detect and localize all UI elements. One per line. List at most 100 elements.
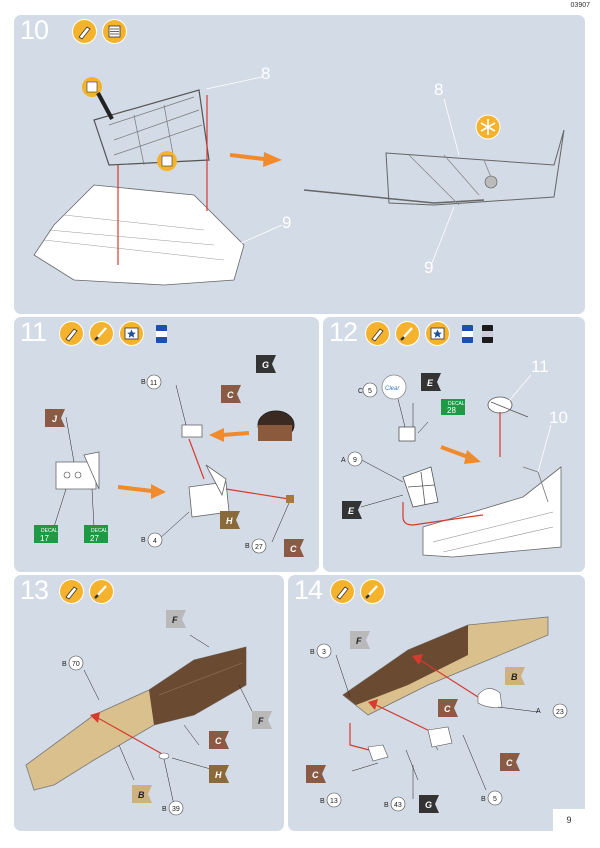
- part-a23: 23: [556, 709, 564, 716]
- svg-text:DECAL: DECAL: [448, 401, 465, 407]
- color-tag-c3: C: [500, 753, 520, 771]
- svg-text:C: C: [227, 390, 234, 400]
- step-13-illustration: B 70 B 39 F F C H B: [25, 610, 272, 816]
- step-12-panel: 12 Clear: [323, 317, 585, 572]
- decal-icon: [425, 321, 450, 346]
- glue-icon: [330, 579, 355, 604]
- page-number: 9: [553, 809, 585, 831]
- svg-text:C: C: [444, 704, 451, 714]
- brush-icon: [89, 579, 114, 604]
- svg-text:B: B: [62, 661, 67, 668]
- svg-text:J: J: [52, 414, 58, 424]
- svg-text:B: B: [511, 672, 518, 682]
- part-b11: 11: [150, 380, 157, 387]
- color-tag-c: C: [221, 385, 241, 403]
- color-tag-c2: C: [284, 539, 304, 557]
- svg-text:28: 28: [447, 406, 456, 415]
- part-c5: 5: [368, 388, 372, 395]
- svg-text:B: B: [245, 543, 250, 550]
- part-b43: 43: [394, 802, 402, 809]
- step-number: 12: [329, 317, 358, 347]
- svg-text:B: B: [320, 798, 325, 805]
- svg-text:H: H: [215, 770, 222, 780]
- glue-icon: [365, 321, 390, 346]
- color-tag-f: F: [166, 610, 186, 628]
- svg-text:B: B: [384, 802, 389, 809]
- color-tag-c: C: [438, 699, 458, 717]
- callout-10: 10: [549, 408, 568, 427]
- svg-text:C: C: [215, 736, 222, 746]
- svg-text:DECAL: DECAL: [91, 528, 108, 534]
- decal-icon: [119, 321, 144, 346]
- step-14-illustration: B 3 A 23 B 13 B 43 B 5 F B C C: [306, 616, 568, 813]
- step-number: 14: [294, 575, 323, 605]
- svg-text:B: B: [141, 537, 146, 544]
- svg-text:C: C: [290, 544, 297, 554]
- svg-text:A: A: [536, 708, 541, 715]
- part-b13: 13: [330, 798, 338, 805]
- callout-9-left: 9: [282, 213, 291, 232]
- color-tag-e2: E: [342, 501, 362, 519]
- svg-text:C: C: [506, 758, 513, 768]
- part-b70: 70: [72, 661, 80, 668]
- clear-label: Clear: [385, 386, 400, 392]
- svg-text:C: C: [312, 770, 319, 780]
- color-tag-c2: C: [306, 765, 326, 783]
- step-11-panel: 11: [14, 317, 319, 572]
- color-tag-c: C: [209, 731, 229, 749]
- step-11-illustration: B 11 B 4 B 27 G C J H C: [34, 355, 304, 557]
- color-tag-f2: F: [252, 711, 272, 729]
- part-b3: 3: [322, 649, 326, 656]
- step-14-panel: 14 B 3 A 23 B 13 B 43 B: [288, 575, 585, 831]
- color-tag-h: H: [220, 511, 240, 529]
- color-tag-b: B: [132, 785, 152, 803]
- step-number: 11: [20, 317, 47, 347]
- paint-icon-dark: [482, 325, 493, 343]
- part-b39: 39: [172, 806, 180, 813]
- svg-text:E: E: [427, 378, 434, 388]
- doc-code: 03907: [570, 2, 590, 9]
- callout-8-right: 8: [434, 80, 443, 99]
- paint-icon: [462, 325, 473, 343]
- svg-text:B: B: [138, 790, 145, 800]
- brush-icon: [395, 321, 420, 346]
- decal-28: DECAL 28: [441, 399, 465, 415]
- step-number: 13: [20, 575, 49, 605]
- color-tag-h: H: [209, 765, 229, 783]
- part-b27: 27: [255, 544, 263, 551]
- svg-text:B: B: [141, 379, 146, 386]
- color-tag-e: E: [421, 373, 441, 391]
- color-tag-g: G: [419, 795, 439, 813]
- step-13-panel: 13 B 70 B 39 F F: [14, 575, 284, 831]
- step-number: 10: [20, 15, 49, 45]
- decal-27: DECAL 27: [84, 525, 108, 543]
- step-10-illustration: 8 9 8 9: [33, 64, 565, 286]
- color-tag-b: B: [505, 667, 525, 685]
- color-tag-f: F: [350, 631, 370, 649]
- color-tag-g: G: [256, 355, 276, 373]
- svg-text:F: F: [356, 636, 362, 646]
- step-12-illustration: Clear 11 10 C 5 A 9 E: [341, 357, 568, 558]
- color-tag-j: J: [45, 409, 65, 427]
- svg-text:G: G: [425, 800, 432, 810]
- brush-icon: [89, 321, 114, 346]
- part-b4: 4: [153, 538, 157, 545]
- brush-icon: [360, 579, 385, 604]
- callout-8-left: 8: [261, 64, 270, 83]
- glue-icon: [72, 19, 97, 44]
- svg-text:G: G: [262, 360, 269, 370]
- glue-icon: [59, 579, 84, 604]
- svg-text:H: H: [226, 516, 233, 526]
- part-a9: 9: [353, 457, 357, 464]
- paint-icon: [156, 325, 167, 343]
- step-10-panel: 10: [14, 15, 585, 314]
- svg-text:E: E: [348, 506, 355, 516]
- svg-text:F: F: [172, 615, 178, 625]
- svg-text:B: B: [481, 796, 486, 803]
- svg-text:B: B: [310, 649, 315, 656]
- svg-text:B: B: [162, 806, 167, 813]
- callout-9-right: 9: [424, 258, 433, 277]
- part-b5: 5: [493, 796, 497, 803]
- glue-icon: [59, 321, 84, 346]
- sand-icon: [102, 19, 127, 44]
